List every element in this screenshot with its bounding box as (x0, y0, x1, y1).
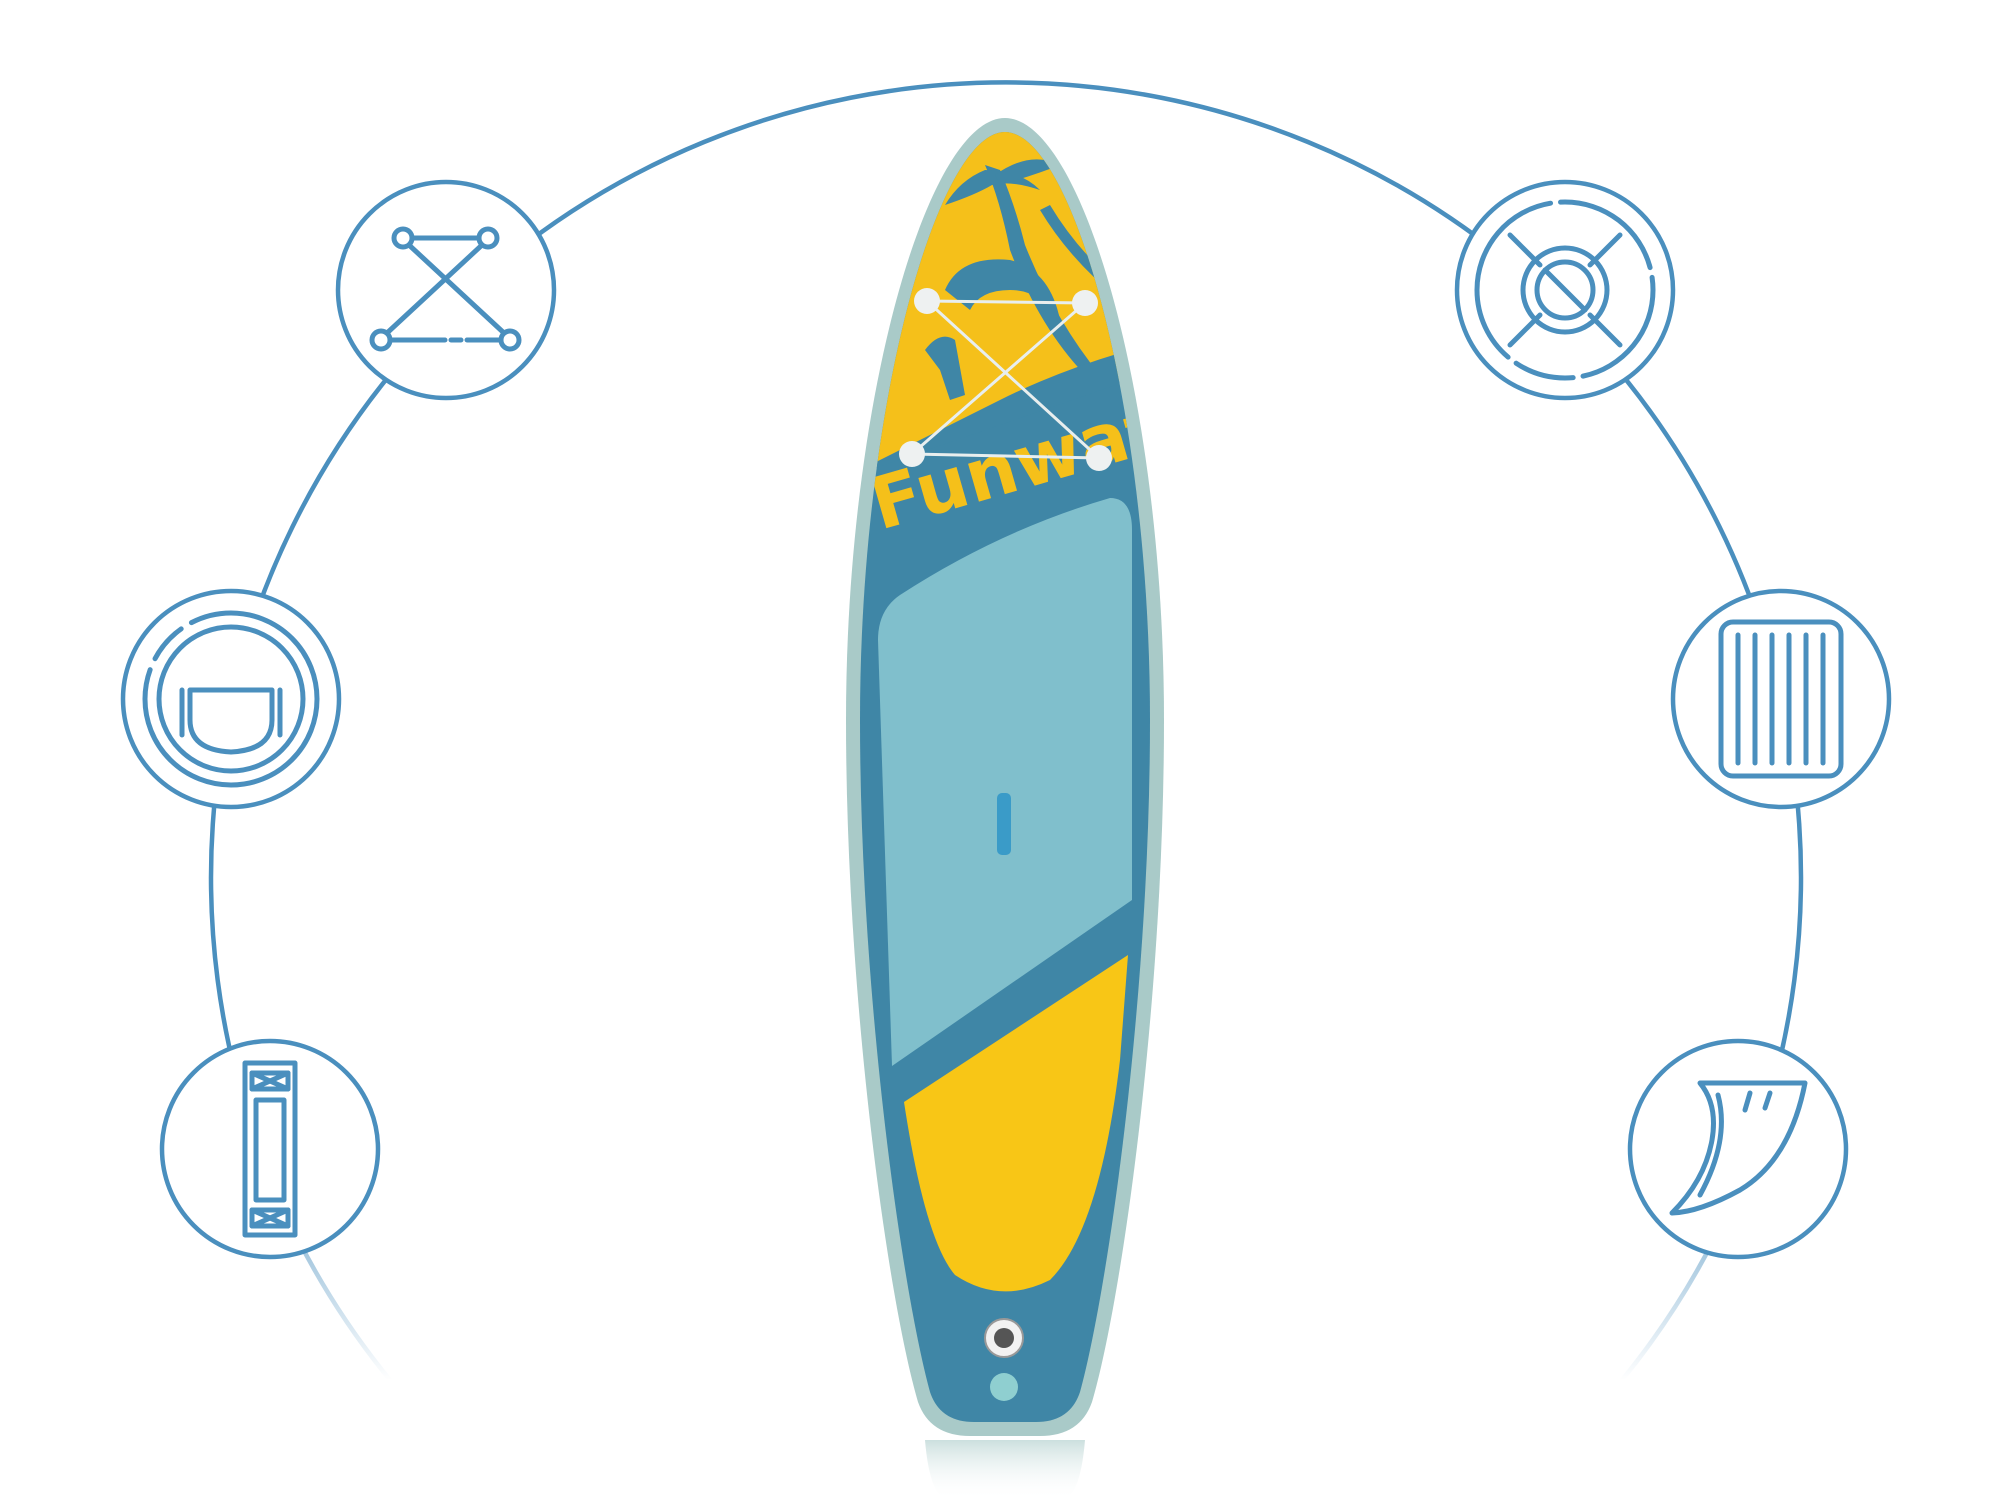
board-icon (242, 1060, 298, 1238)
carry-handle (997, 793, 1011, 855)
valve-cap (994, 1328, 1014, 1348)
d-ring-patches (899, 288, 1112, 471)
carry-handle-icon (142, 610, 320, 788)
feature-bungee (335, 179, 557, 401)
feature-valve (1454, 179, 1676, 401)
paddle-board: Funwater (846, 118, 1164, 1436)
feature-board (159, 1038, 381, 1260)
board-reflection (925, 1440, 1085, 1500)
deck-pad-icon (1718, 619, 1844, 779)
feature-fin (1627, 1038, 1849, 1260)
valve-icon (1474, 199, 1656, 381)
bungee-cords (911, 299, 1101, 460)
feature-handle (120, 588, 342, 810)
deck-pad (878, 498, 1132, 1066)
leash-ring (990, 1373, 1018, 1401)
tail-pad (904, 955, 1128, 1292)
bungee-cord-icon (369, 226, 522, 352)
feature-arc (208, 80, 1804, 1382)
fin-icon (1669, 1080, 1808, 1216)
palm-tree-silhouette (870, 159, 1130, 470)
feature-deck-pad (1670, 588, 1892, 810)
